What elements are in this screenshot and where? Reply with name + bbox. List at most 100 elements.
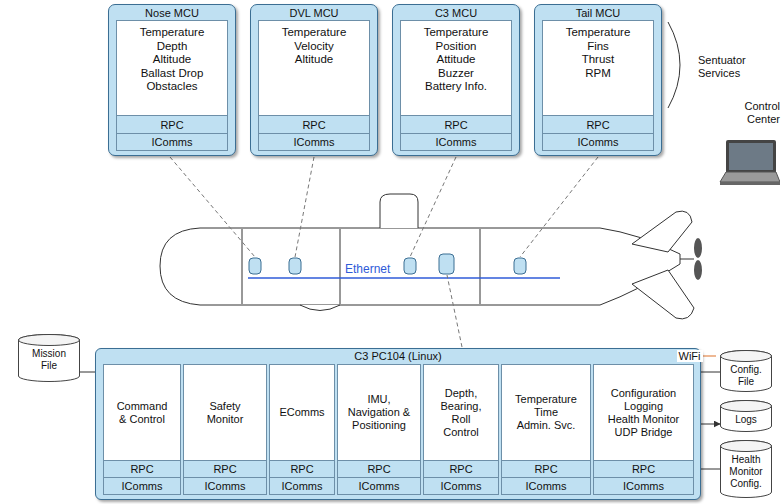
label-text: Tail MCU [576, 7, 621, 19]
label-text: Temperature [515, 393, 577, 406]
bracket [668, 22, 680, 108]
label-text: RPC [586, 119, 609, 131]
label-text: Temperature [424, 26, 489, 40]
dashed-leader [295, 157, 314, 257]
label-text: Health Monitor [608, 413, 680, 426]
layer-band: RPC [542, 116, 654, 134]
dashed-leader [170, 157, 255, 257]
laptop-edge [720, 182, 780, 185]
label-text: Buzzer [438, 67, 474, 81]
label-text: EComms [279, 406, 324, 419]
label-text: Control Center [722, 100, 780, 126]
control-center: Control Center [716, 100, 780, 190]
label-text: Depth, Bearing, Roll Control [435, 387, 487, 439]
label-text: IComms [436, 136, 477, 148]
layer-band: IComms [184, 477, 266, 494]
label-text: Temperature [282, 26, 347, 40]
layer-band: IComms [116, 134, 228, 151]
layer-band: RPC [424, 460, 498, 477]
label-text: Altitude [295, 53, 333, 67]
data-store: Mission File [18, 334, 80, 382]
cylinder-body [721, 441, 772, 498]
label-text: Thrust [582, 53, 615, 67]
dashed-leader [520, 157, 598, 257]
label-text: RPC [367, 463, 390, 476]
layer-band: RPC [258, 116, 370, 134]
laptop-icon [716, 138, 780, 188]
label-text: IComms [526, 480, 567, 493]
cylinder-top [19, 335, 80, 346]
label-text: IComms [205, 480, 246, 493]
label-text: Config. File [722, 364, 770, 388]
group-label: Sentuator Services [698, 54, 768, 80]
process-box: ConfigurationLoggingHealth MonitorUDP Br… [593, 364, 694, 495]
conning-tower [380, 194, 418, 228]
bus-node [404, 258, 416, 274]
label-text: RPC [290, 463, 313, 476]
layer-band: RPC [502, 460, 590, 477]
label-text: RPC [449, 463, 472, 476]
process-box: Command & ControlRPC IComms [103, 364, 181, 495]
label-text: IMU, Navigation & Positioning [347, 393, 411, 432]
label-text: Ballast Drop [141, 67, 204, 81]
layer-band: IComms [594, 477, 693, 494]
label-text: IComms [122, 480, 163, 493]
label-text: RPC [130, 463, 153, 476]
mcu-box: DVL MCUTemperatureVelocityAltitudeRPCICo… [250, 4, 378, 156]
label-text: IComms [282, 480, 323, 493]
service-list: TemperatureVelocityAltitude [258, 20, 370, 116]
label-text: Fins [587, 40, 609, 54]
cylinder-top [721, 441, 772, 452]
data-store: Logs [720, 400, 772, 432]
layer-band: IComms [270, 477, 334, 494]
data-store: Health Monitor Config. [720, 440, 772, 498]
bus-node [439, 254, 454, 274]
layer-band: IComms [258, 134, 370, 151]
process-box: TemperatureTimeAdmin. Svc. RPC IComms [501, 364, 591, 495]
label-text: IComms [294, 136, 335, 148]
shaft [680, 259, 694, 260]
cylinder-body [721, 351, 772, 392]
propeller [694, 260, 702, 280]
label-text: Admin. Svc. [517, 419, 576, 432]
layer-band: RPC [594, 460, 693, 477]
layer-band: RPC [104, 460, 180, 477]
label-text: Safety Monitor [200, 400, 250, 426]
cylinder-body [19, 335, 80, 382]
layer-band: RPC [184, 460, 266, 477]
upper-fin [632, 211, 692, 252]
section-line [340, 229, 341, 304]
layer-band: IComms [338, 477, 420, 494]
label-text: Nose MCU [145, 7, 199, 19]
label-text: IComms [578, 136, 619, 148]
label-text: Attitude [437, 53, 476, 67]
laptop-screen [729, 143, 773, 170]
bus-label: Ethernet [345, 262, 390, 276]
cylinder-top [721, 351, 772, 362]
label-text: Time [534, 406, 558, 419]
process-box: IMU, Navigation & PositioningRPCIComms [337, 364, 421, 495]
label-text: C3 PC104 (Linux) [354, 350, 441, 362]
mcu-box: C3 MCUTemperaturePositionAttitudeBuzzerB… [392, 4, 520, 156]
label-text: Temperature [566, 26, 631, 40]
cylinder-top [721, 401, 772, 412]
process-box: Depth, Bearing, Roll ControlRPCIComms [423, 364, 499, 495]
label-text: Depth [157, 40, 188, 54]
laptop-lid [726, 140, 776, 172]
label-text: RPM [585, 67, 611, 81]
label-text: Command & Control [114, 400, 170, 426]
mcu-box: Tail MCU TemperatureFinsThrustRPM RPC IComm… [534, 4, 662, 156]
label-text: Altitude [153, 53, 191, 67]
label-text: Obstacles [146, 80, 197, 94]
layer-band: RPC [270, 460, 334, 477]
layer-band: IComms [542, 134, 654, 151]
layer-band: RPC [338, 460, 420, 477]
propeller [694, 238, 702, 258]
process-box: Safety MonitorRPC IComms [183, 364, 267, 495]
label-text: RPC [534, 463, 557, 476]
label-text: Position [436, 40, 477, 54]
section-line [242, 229, 243, 304]
label-text: RPC [160, 119, 183, 131]
label-text: Battery Info. [425, 80, 487, 94]
layer-band: RPC [116, 116, 228, 134]
